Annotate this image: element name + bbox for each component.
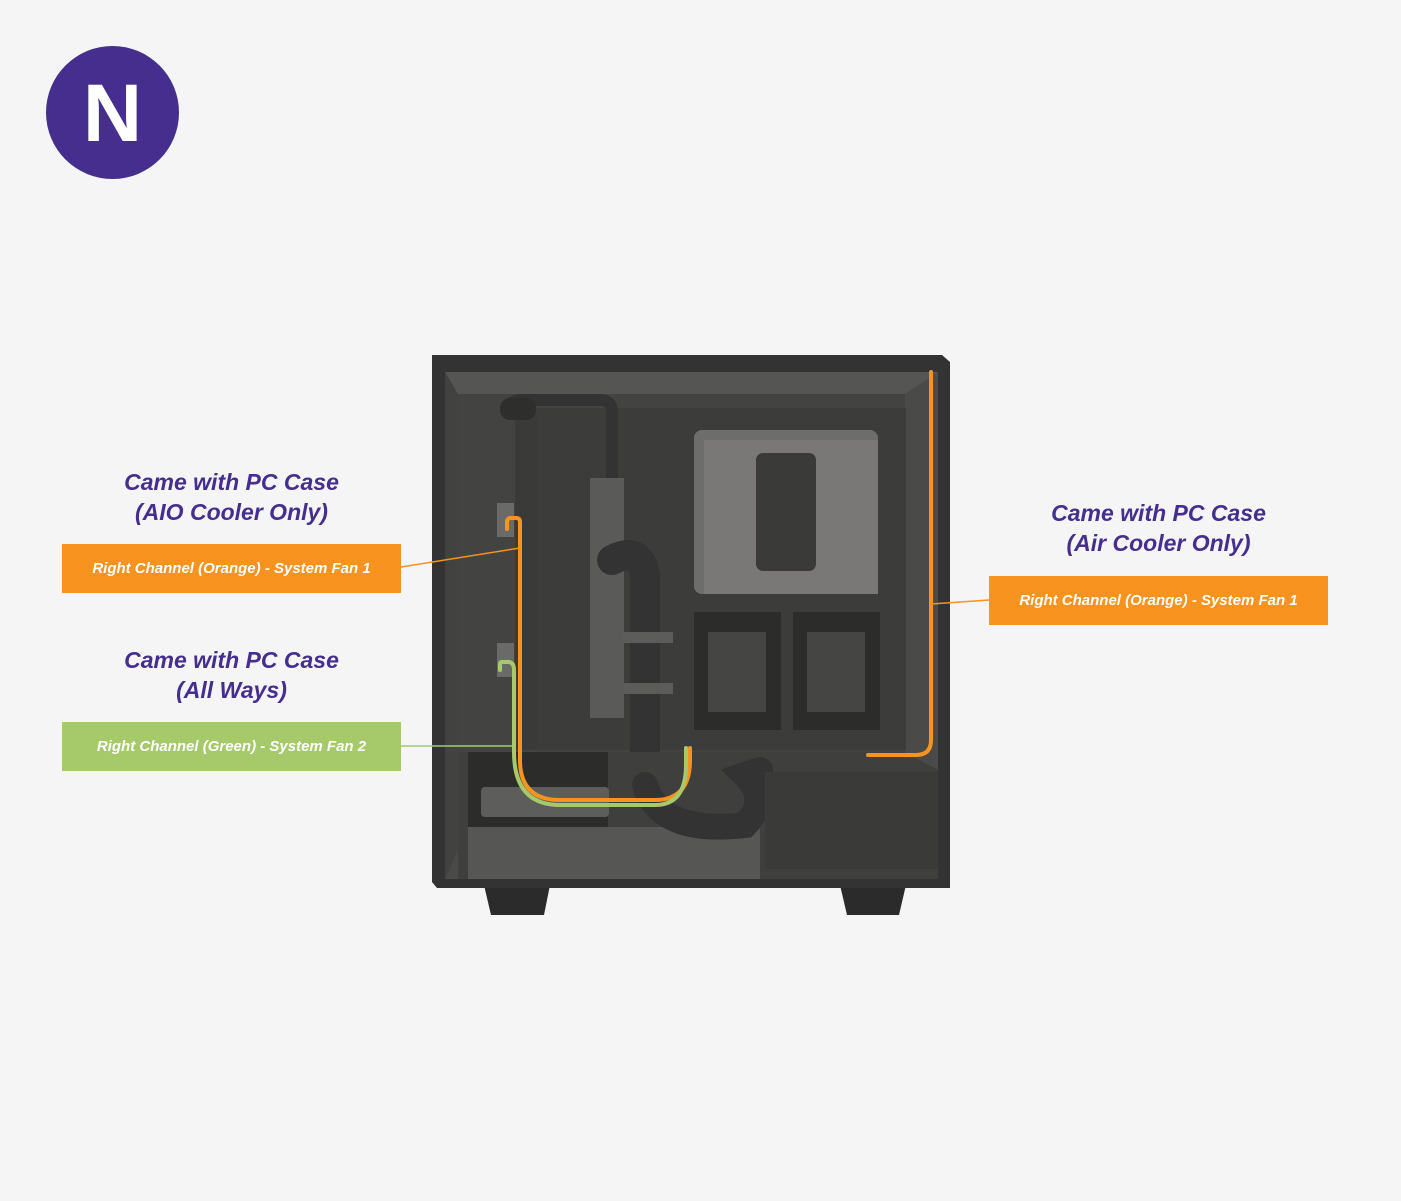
tag-all-label: Right Channel (Green) - System Fan 2	[96, 738, 367, 755]
tag-air-system-fan-1: Right Channel (Orange) - System Fan 1	[989, 576, 1328, 625]
heading-aio-line2: (AIO Cooler Only)	[135, 499, 328, 525]
heading-aio-line1: Came with PC Case	[124, 469, 339, 495]
case-foot-right	[840, 885, 906, 915]
green-cable	[498, 660, 688, 807]
leader-line-aio	[400, 547, 521, 568]
orange-cable-air	[866, 370, 933, 757]
heading-aio-cooler: Came with PC Case (AIO Cooler Only)	[62, 467, 401, 527]
heading-air-cooler: Came with PC Case (Air Cooler Only)	[989, 498, 1328, 558]
tag-all-system-fan-2: Right Channel (Green) - System Fan 2	[62, 722, 401, 771]
radiator-mid	[590, 478, 624, 718]
case-interior-bevel	[445, 372, 938, 394]
heading-air-line1: Came with PC Case	[1051, 500, 1266, 526]
heading-all-ways: Came with PC Case (All Ways)	[62, 645, 401, 705]
pump-loop	[632, 757, 773, 840]
logo-letter: N	[82, 67, 143, 159]
case-foot-left	[484, 885, 550, 915]
case-interior-bevel-left	[445, 372, 458, 879]
heading-all-line1: Came with PC Case	[124, 647, 339, 673]
heading-air-line2: (Air Cooler Only)	[1066, 530, 1251, 556]
tag-air-label: Right Channel (Orange) - System Fan 1	[1019, 592, 1298, 609]
cpu-socket	[756, 453, 816, 571]
tag-aio-label: Right Channel (Orange) - System Fan 1	[92, 560, 371, 577]
tag-aio-system-fan-1: Right Channel (Orange) - System Fan 1	[62, 544, 401, 593]
ram-module-right-face	[807, 632, 865, 712]
bottom-floor	[468, 827, 760, 879]
aio-tube-pump	[597, 540, 660, 800]
tube-clamp-2	[623, 683, 673, 694]
radiator-cap	[500, 398, 536, 420]
nzxt-logo: N	[46, 46, 179, 179]
leader-line-air	[930, 599, 990, 605]
orange-cable-aio	[505, 516, 692, 802]
ram-module-left-face	[708, 632, 766, 712]
psu-unit	[765, 772, 938, 869]
tube-clamp-1	[623, 632, 673, 643]
heading-all-line2: (All Ways)	[176, 677, 287, 703]
